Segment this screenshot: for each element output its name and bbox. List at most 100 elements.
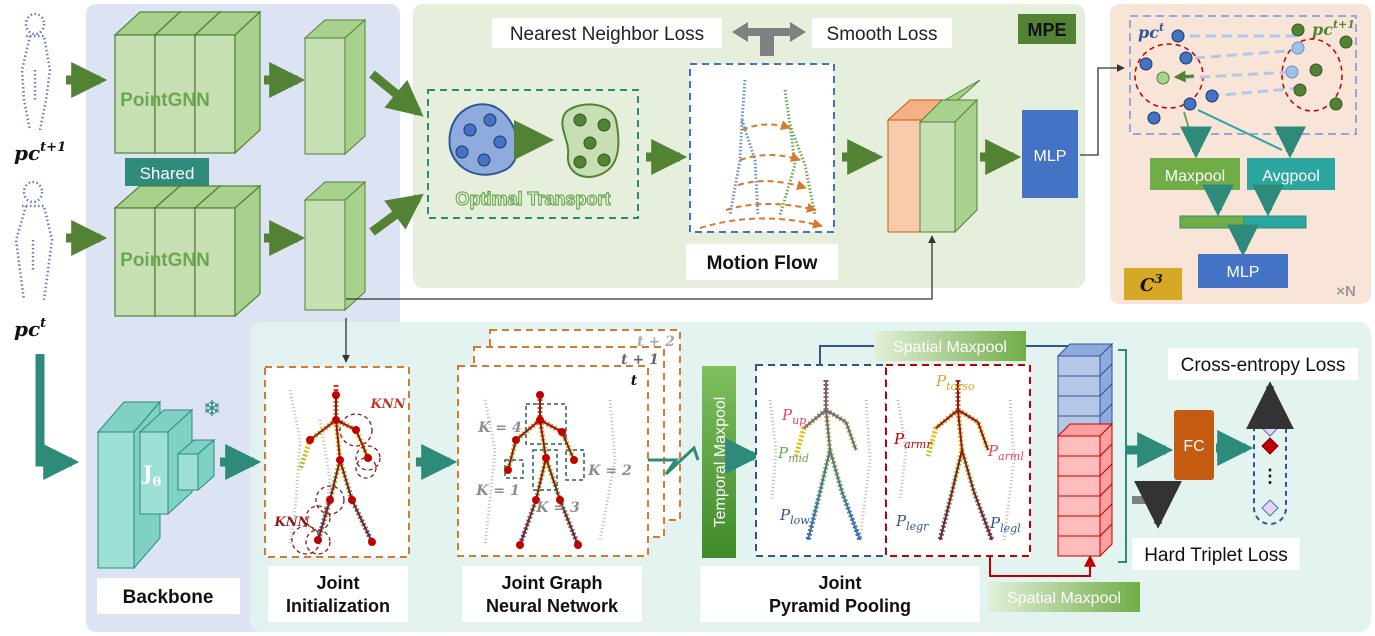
c3-pc-t-points (1139, 29, 1219, 125)
jgnn-skeleton (504, 391, 582, 549)
c3-points-box (1129, 15, 1357, 135)
pooled-features-blue (1056, 342, 1114, 438)
fc-box (1174, 410, 1214, 480)
jpp-p-torso: Ptorso (935, 372, 975, 393)
mpe-tag-label: MPE (1027, 20, 1066, 40)
jpp-p-armr: Parmr (893, 430, 932, 451)
c3-center-point (1156, 71, 1170, 85)
jpp-panel-blue (755, 364, 887, 557)
ot-target-points (573, 113, 611, 169)
jpp-p-legr: Plegr (895, 512, 929, 533)
jgnn-label-1: Joint Graph (501, 573, 602, 593)
jpp-p-low: Plow (779, 506, 810, 527)
c3-tag (1124, 268, 1182, 300)
jgnn-label-2: Neural Network (486, 596, 619, 616)
triplet-loss-box (1132, 538, 1300, 570)
temporal-maxpool-label: Temporal Maxpool (712, 397, 729, 528)
c3-neighborhood-right (1281, 38, 1343, 112)
c3-correspondence-lines (1183, 34, 1301, 98)
feature-block-bottom (303, 180, 367, 312)
maxpool-label: Maxpool (1165, 168, 1225, 185)
motion-flow-caption-box (686, 244, 838, 280)
c3-pc-t1-points (1291, 23, 1353, 111)
smooth-loss-label: Smooth Loss (827, 24, 938, 45)
jpp-label-1: Joint (819, 573, 862, 593)
jpp-p-up: Pup (781, 406, 806, 427)
jgnn-k3-label: K = 3 (535, 500, 580, 516)
motion-flow-figure (728, 79, 817, 216)
pointgnn-top-label: PointGNN (120, 90, 210, 111)
c3-mlp-box (1198, 254, 1288, 288)
joint-init-knn-circles (291, 413, 381, 555)
jgnn-frame-t (457, 365, 649, 557)
jtheta-backbone-block (96, 400, 216, 570)
ot-source-points (455, 113, 507, 167)
c3-pc-t1-faded-points (1285, 41, 1305, 79)
jpp-skeleton-blue (793, 380, 863, 541)
jgnn-k2-label: K = 2 (587, 463, 632, 479)
jpp-p-mid: Pmid (777, 444, 809, 465)
jgnn-t2-label: t + 2 (637, 334, 675, 350)
mpe-tag (1018, 14, 1076, 44)
jpp-p-arml: Parml (987, 442, 1024, 463)
c3-pc-t1-label: pct+1 (1312, 18, 1355, 39)
ce-loss-label: Cross-entropy Loss (1181, 355, 1346, 376)
c3-repeat-label: ×N (1336, 283, 1356, 300)
optimal-transport-box (427, 89, 639, 219)
connector-feature-to-joint-init (346, 235, 936, 300)
jtheta-label: Jθ (141, 461, 161, 490)
pooled-features-red (1056, 422, 1114, 558)
jgnn-k-boxes (504, 403, 585, 491)
mpe-mlp-label: MLP (1034, 148, 1067, 165)
jpp-skeleton-red (925, 380, 995, 541)
snowflake-icon: ❄ (203, 396, 221, 421)
ce-loss-box (1168, 348, 1358, 380)
jgnn-k4-label: K = 4 (477, 420, 521, 436)
arrow-to-ot-top (369, 70, 424, 117)
shared-badge (125, 158, 209, 186)
connector-mlp-to-c3 (1080, 64, 1125, 156)
jgnn-k1-label: K = 1 (475, 483, 519, 499)
arrow-to-ot-bottom (369, 193, 424, 236)
backbone-caption-box (97, 578, 240, 614)
spatial-maxpool-top-label: Spatial Maxpool (893, 339, 1007, 356)
jgnn-t-label: t (631, 373, 638, 389)
input-pc-t-label: pct (14, 316, 46, 341)
optimal-transport-label: Optimal Transport (455, 189, 610, 209)
feature-block-top (303, 18, 367, 156)
input-pc-t1-label: pct+1 (14, 140, 66, 165)
connector-spatial-bottom (989, 554, 1096, 577)
motion-flow-vectors (699, 120, 823, 229)
feature-bracket (1118, 349, 1127, 563)
jpp-points-blue (768, 399, 872, 541)
pointgnn-stack-bottom (113, 184, 262, 318)
nn-loss-box (492, 18, 722, 48)
pointcloud-t1-figure (20, 12, 52, 131)
pointcloud-t-figure (14, 180, 54, 301)
joint-init-caption-box (268, 566, 408, 622)
jpp-caption-box (700, 566, 980, 622)
c3-mlp-label: MLP (1227, 264, 1260, 281)
connector-jgnn-to-temporal (648, 445, 700, 476)
jgnn-caption-box (462, 566, 642, 622)
smooth-loss-box (812, 18, 952, 48)
c3-tag-label: C3 (1140, 272, 1163, 296)
pointgnn-stack-top (113, 10, 262, 155)
joint-init-label-1: Joint (317, 573, 360, 593)
shared-label: Shared (140, 164, 195, 183)
mpe-mlp-box (1022, 110, 1078, 198)
fc-label: FC (1183, 438, 1204, 455)
spatial-maxpool-bottom-label: Spatial Maxpool (1007, 590, 1121, 607)
output-ellipsis: ⋮ (1261, 466, 1279, 486)
joint-init-label-2: Initialization (286, 596, 390, 616)
avgpool-label: Avgpool (1262, 168, 1320, 185)
joint-init-skeleton (297, 385, 376, 546)
c3-concat-left (1179, 215, 1245, 229)
output-class-selected (1261, 437, 1279, 455)
jpp-points-red (896, 399, 1016, 541)
motion-flow-label: Motion Flow (707, 253, 818, 274)
joint-init-points (288, 389, 332, 546)
jpp-p-legl: Plegl (989, 514, 1021, 535)
pointgnn-bottom-label: PointGNN (120, 250, 210, 271)
